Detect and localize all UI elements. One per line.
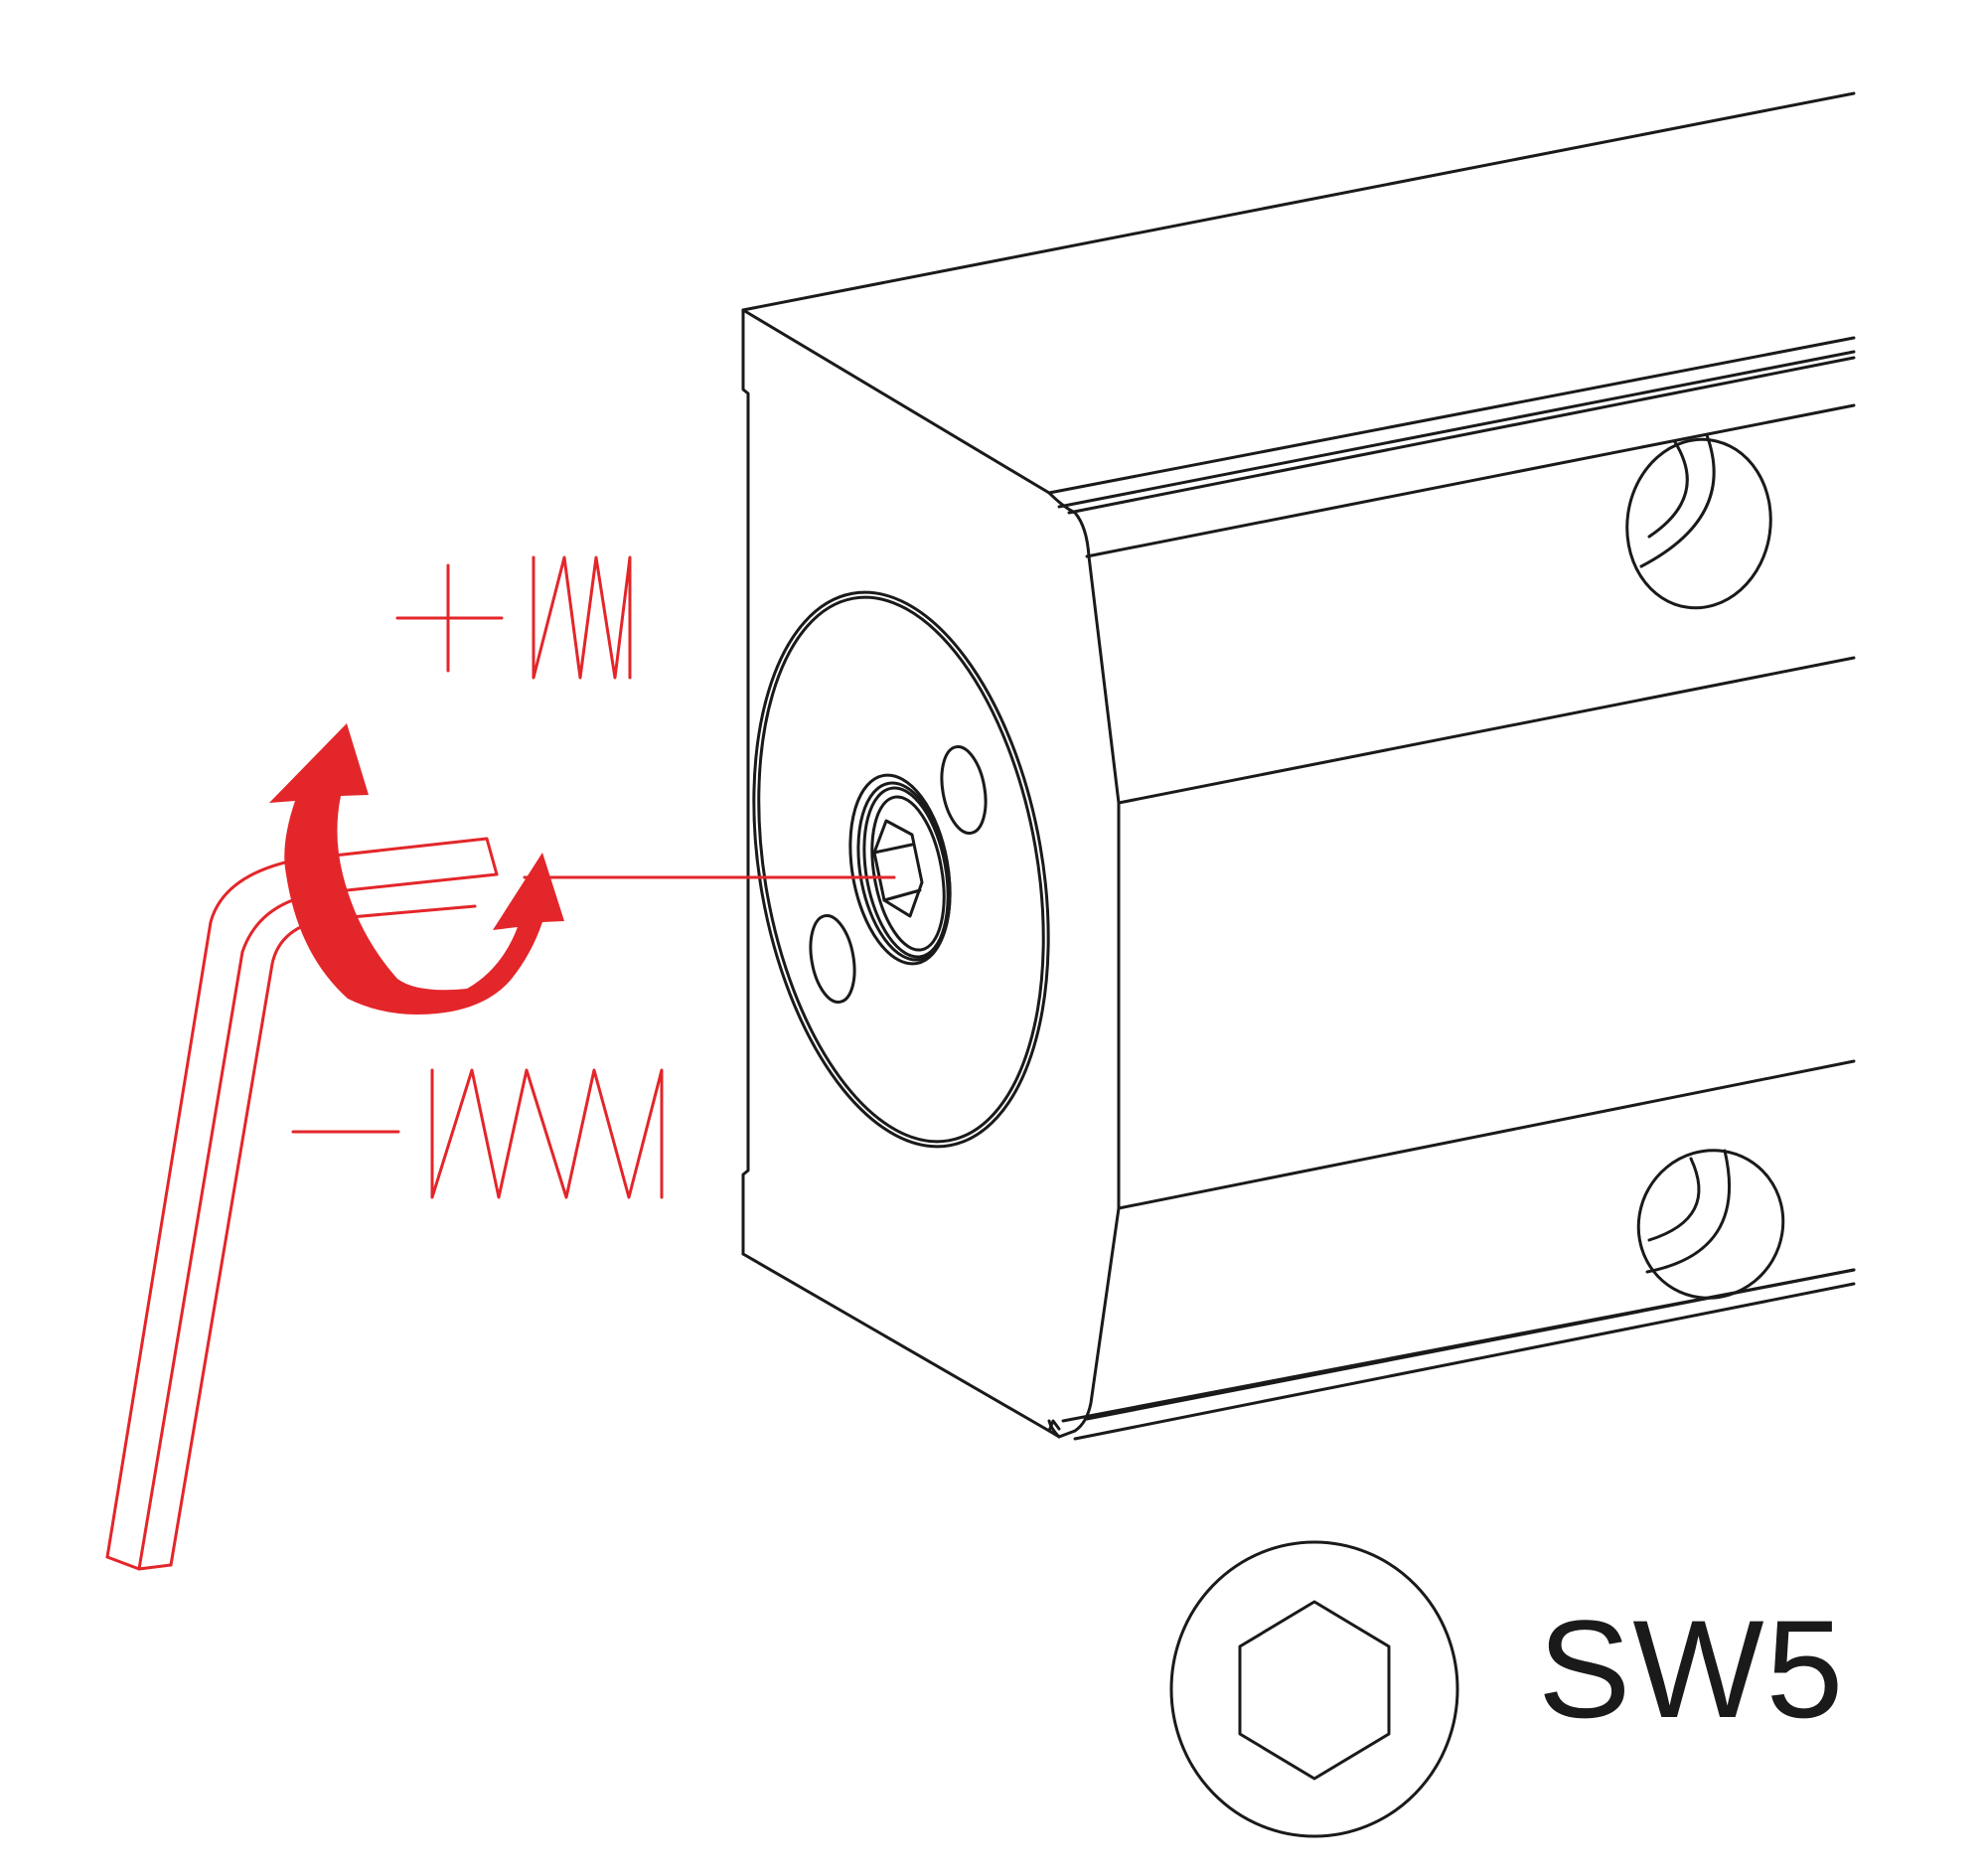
closer-body	[741, 91, 1856, 1441]
hex-size-badge	[1169, 1540, 1459, 1838]
screw-hole-lower	[809, 914, 856, 1004]
spring-strong-symbol	[395, 555, 632, 680]
mounting-hole-upper	[1625, 433, 1772, 610]
hex-key	[105, 837, 499, 1571]
end-cap	[752, 590, 1050, 1149]
adjustment-valve	[848, 773, 952, 966]
hex-size-label: SW5	[1538, 1591, 1846, 1747]
spring-weak-symbol	[291, 1068, 664, 1199]
screw-hole-upper	[940, 745, 988, 835]
hexagon-icon	[1238, 1600, 1391, 1781]
rotation-arrow-icon	[269, 723, 564, 1015]
mounting-hole-lower	[1636, 1149, 1785, 1300]
